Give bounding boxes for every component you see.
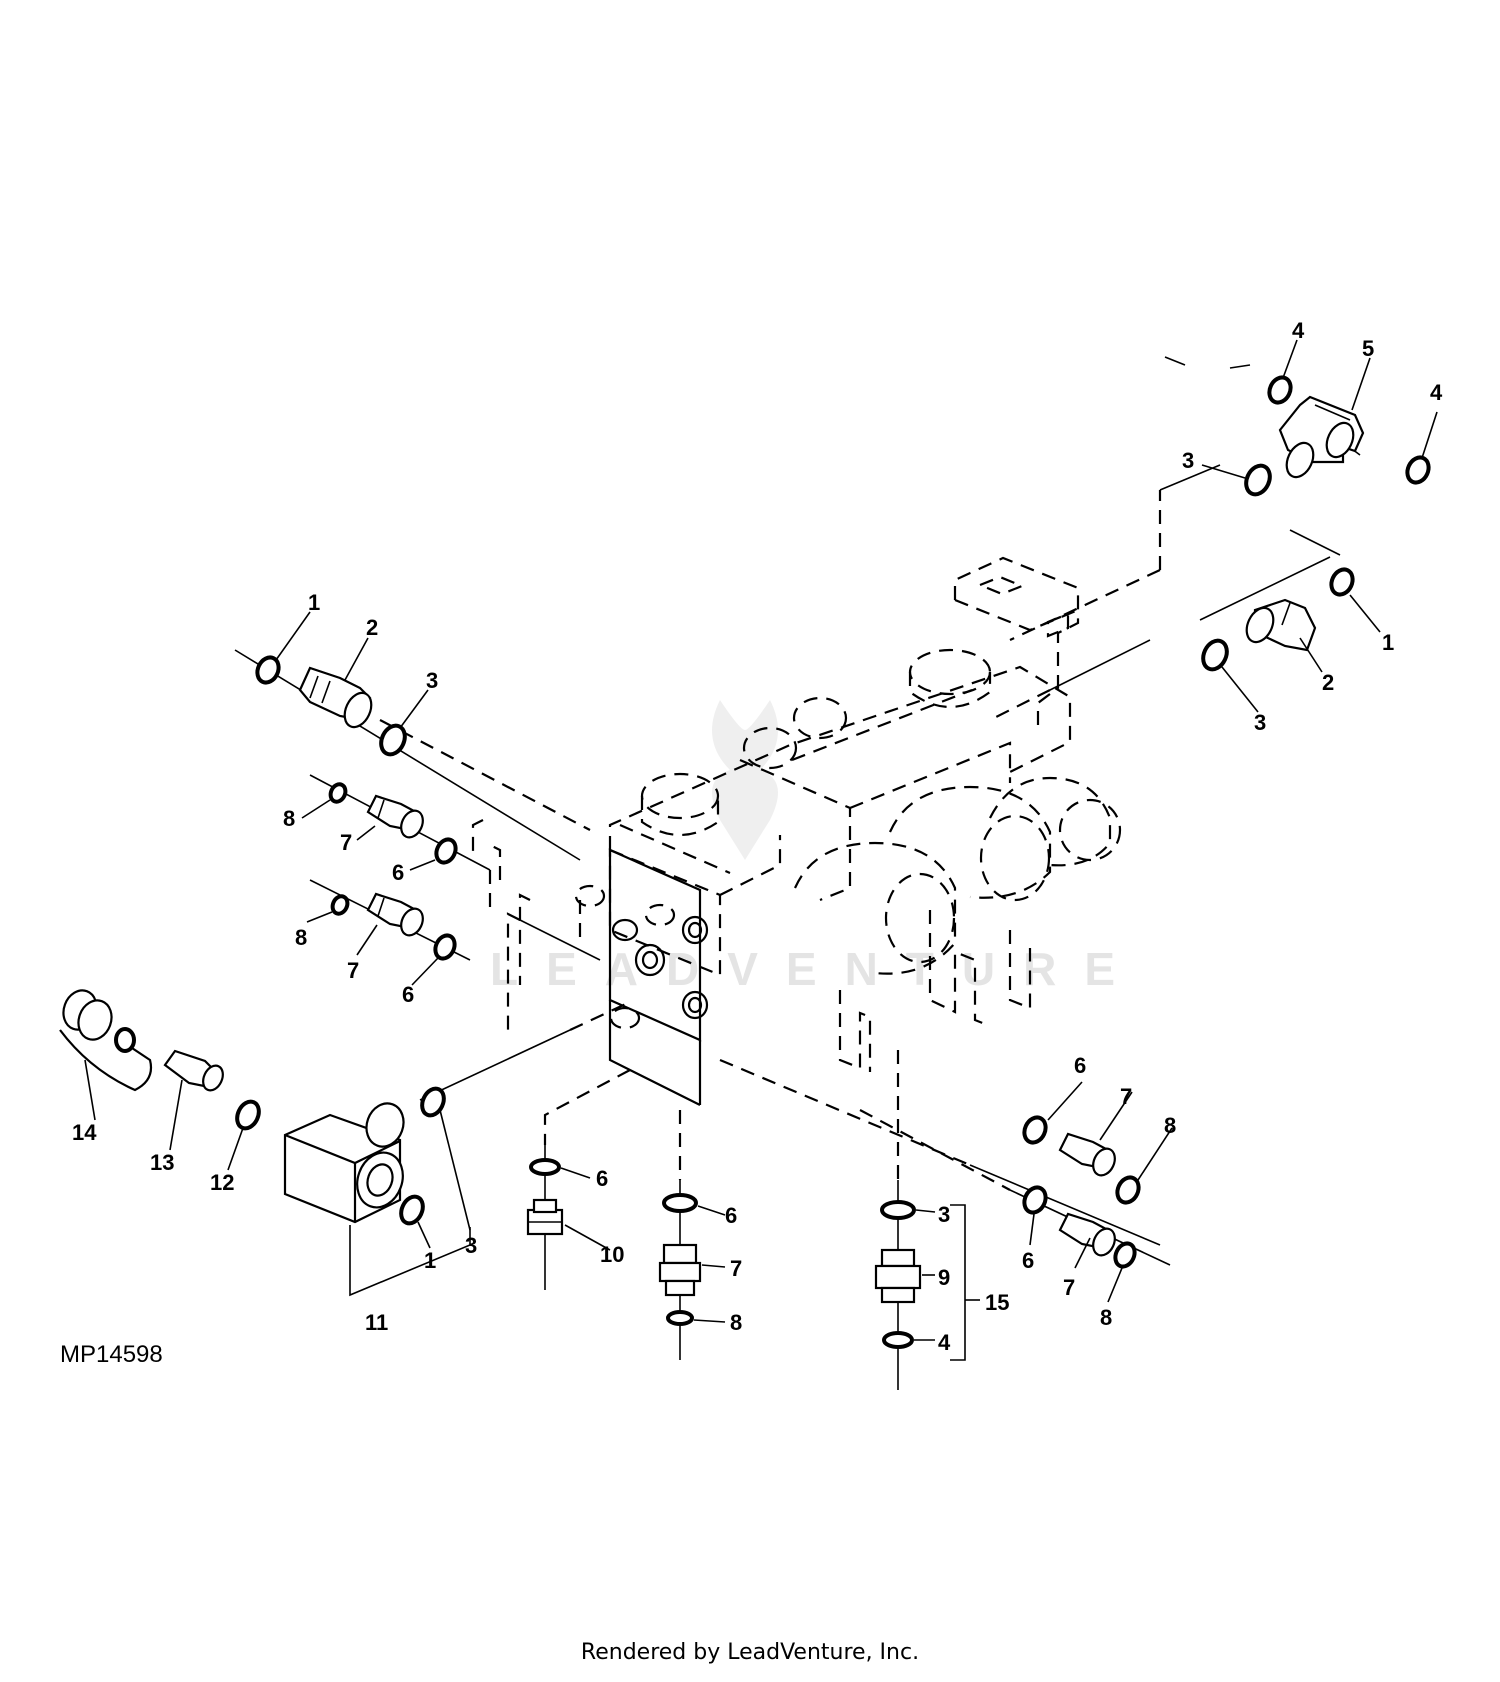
callout-6-bottom-2: 6 (725, 1203, 737, 1228)
explode-lines (234, 356, 1361, 1390)
callout-3-valve: 3 (465, 1233, 477, 1258)
callout-7-left-upper: 7 (340, 830, 352, 855)
callout-numbers: 1 2 3 4 5 4 3 1 2 3 8 7 6 8 7 6 14 13 12… (72, 318, 1443, 1355)
callout-6-left-upper: 6 (392, 860, 404, 885)
callout-8-right-lower: 8 (1100, 1305, 1112, 1330)
o-ring-3-valve (420, 1086, 446, 1118)
callout-5-tee: 5 (1362, 336, 1374, 361)
callout-7-right-upper: 7 (1120, 1084, 1132, 1109)
leader-lines (84, 339, 1438, 1341)
spool-cylinder-2 (793, 841, 957, 975)
coupler-group (59, 989, 261, 1131)
bottom-adapter-stack (658, 1193, 702, 1326)
elbow-fitting-2-right (1245, 598, 1317, 652)
valve-assembly-11 (283, 1086, 471, 1297)
callout-4-right: 4 (1430, 380, 1443, 405)
callout-7-left-lower: 7 (347, 958, 359, 983)
callout-12-o-ring: 12 (210, 1170, 234, 1195)
upper-right-tee-group (1244, 375, 1431, 497)
callout-3-kit: 3 (938, 1202, 950, 1227)
callout-6-right-upper: 6 (1074, 1053, 1086, 1078)
callout-14-dust-cap: 14 (72, 1120, 97, 1145)
callout-10-plug: 10 (600, 1242, 624, 1267)
o-ring-12 (235, 1099, 261, 1131)
callout-4-kit: 4 (938, 1330, 951, 1355)
upper-left-fitting-group (255, 655, 407, 757)
callout-7-bottom-2: 7 (730, 1256, 742, 1281)
watermark-text: LEADVENTURE (490, 943, 1143, 995)
adapter-fitting-7-a (366, 794, 424, 839)
callout-8-right-upper: 8 (1164, 1113, 1176, 1138)
fitting-9 (874, 1248, 922, 1304)
diagram-reference-code: MP14598 (60, 1341, 163, 1368)
o-ring-3 (379, 723, 407, 757)
dust-cap-14 (59, 989, 153, 1092)
callout-6-left-lower: 6 (402, 982, 414, 1007)
callout-8-left-upper: 8 (283, 806, 295, 831)
callout-1-valve: 1 (424, 1248, 436, 1273)
o-ring-3-tee (1244, 463, 1272, 497)
o-ring-4-top (1267, 375, 1293, 405)
callout-15-kit: 15 (985, 1290, 1009, 1315)
o-ring-6-b1 (529, 1158, 561, 1176)
callout-4-top: 4 (1292, 318, 1305, 343)
quick-coupler-13 (163, 1049, 224, 1092)
o-ring-4-right (1405, 455, 1431, 485)
kit-15-bracket (950, 1204, 966, 1361)
watermark: LEADVENTURE (490, 700, 1143, 995)
right-upper-adapter-group (1022, 1115, 1141, 1205)
adapter-fitting-7-b (366, 892, 424, 937)
callout-3-upper-left: 3 (426, 668, 438, 693)
plug-10 (526, 1198, 564, 1236)
callout-9-kit: 9 (938, 1265, 950, 1290)
left-upper-fitting-group (328, 782, 458, 865)
callout-6-right-lower: 6 (1022, 1248, 1034, 1273)
callout-8-left-lower: 8 (295, 925, 307, 950)
callout-6-bottom-1: 6 (596, 1166, 608, 1191)
bottom-fitting-kit-15 (874, 1200, 980, 1361)
control-valve-body (574, 556, 1122, 1072)
right-fitting-group (1201, 567, 1355, 672)
o-ring-1-valve (399, 1194, 425, 1226)
callout-2-upper-left: 2 (366, 615, 378, 640)
callout-13-coupler: 13 (150, 1150, 174, 1175)
callout-1-upper-left: 1 (308, 590, 320, 615)
spool-cylinder-1 (640, 772, 720, 837)
callout-1-right: 1 (1382, 630, 1394, 655)
o-ring-1 (255, 655, 281, 685)
callout-7-right-lower: 7 (1063, 1275, 1075, 1300)
adapter-7-right-a (1058, 1132, 1116, 1177)
tee-fitting-5 (1278, 395, 1365, 479)
o-ring-1-right (1329, 567, 1355, 597)
callout-3-tee: 3 (1182, 448, 1194, 473)
left-lower-fitting-group (330, 892, 457, 961)
spool-cylinder-4 (989, 776, 1122, 867)
right-lower-adapter-group (1022, 1185, 1137, 1269)
callout-3-right: 3 (1254, 710, 1266, 735)
adapter-7-bottom (658, 1243, 702, 1297)
left-bracket-upper (471, 819, 484, 855)
o-ring-3-right (1201, 638, 1229, 672)
adapter-7-right-b (1058, 1212, 1116, 1257)
callout-11-valve: 11 (365, 1310, 388, 1335)
bottom-plug-stack (526, 1158, 564, 1236)
elbow-fitting-2 (298, 666, 373, 729)
spool-cylinder-3 (888, 785, 1052, 902)
render-credit-footer: Rendered by LeadVenture, Inc. (580, 1640, 920, 1665)
valve-front-face (608, 848, 709, 1106)
left-bracket-lower (518, 893, 531, 985)
callout-2-right: 2 (1322, 670, 1334, 695)
callout-8-bottom-2: 8 (730, 1310, 742, 1335)
